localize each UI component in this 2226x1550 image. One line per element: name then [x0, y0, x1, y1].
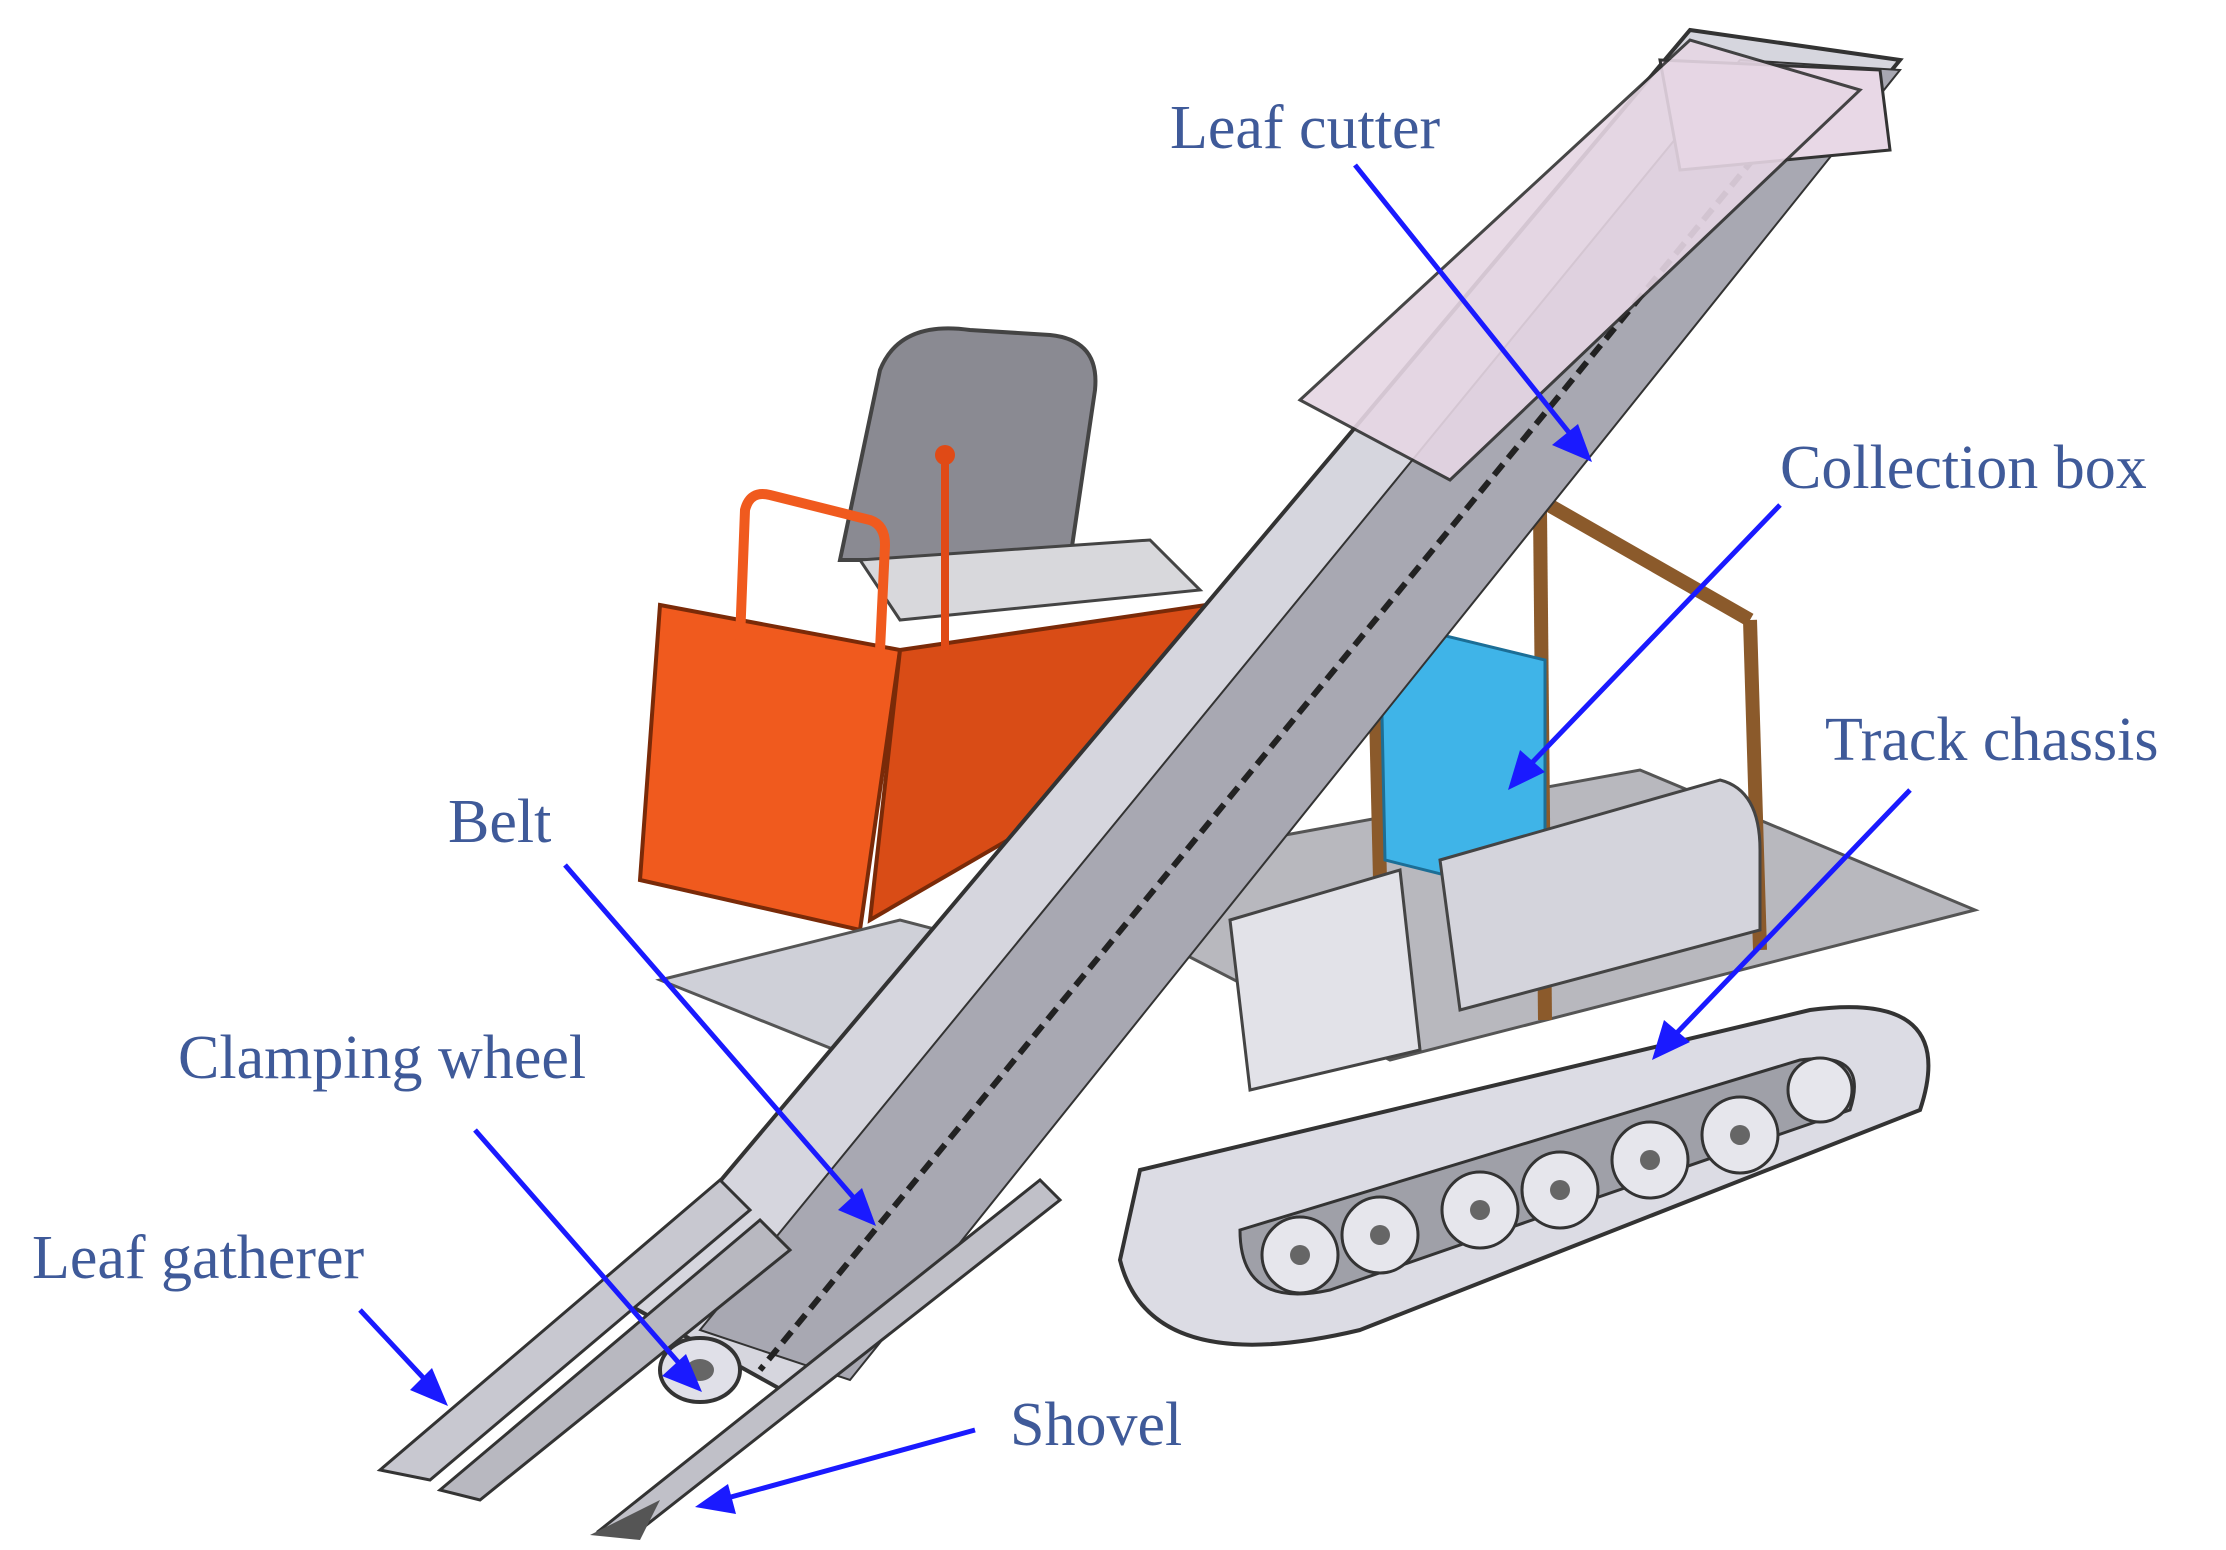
arrowhead-shovel — [695, 1484, 736, 1514]
engine-tank — [1228, 778, 1762, 1092]
shovel-part — [590, 1177, 1063, 1540]
callout-arrows — [358, 163, 1912, 1514]
arrow-collection-box — [1523, 503, 1782, 772]
label-collection-box: Collection box — [1780, 434, 2147, 502]
arrow-clamping-wheel — [473, 1128, 687, 1372]
arrowhead-track-chassis — [1652, 1020, 1690, 1060]
operator-seat — [837, 326, 1204, 622]
label-leaf-gatherer: Leaf gatherer — [32, 1224, 364, 1292]
conveyor-boom — [616, 27, 1904, 1403]
label-track-chassis: Track chassis — [1825, 706, 2159, 774]
arrow-track-chassis — [1668, 788, 1912, 1042]
arrow-leaf-cutter — [1353, 163, 1577, 442]
arrow-shovel — [719, 1427, 976, 1503]
arrowhead-leaf-cutter — [1552, 424, 1592, 462]
arrow-leaf-gatherer — [358, 1308, 432, 1387]
arrowhead-belt — [838, 1188, 876, 1226]
arrowhead-leaf-gatherer — [410, 1368, 448, 1406]
callout-labels: Leaf cutter Collection box Track chassis… — [32, 94, 2159, 1459]
label-clamping-wheel: Clamping wheel — [178, 1024, 586, 1092]
label-belt: Belt — [448, 788, 551, 856]
arrowhead-clamping-wheel — [662, 1354, 702, 1392]
label-shovel: Shovel — [1010, 1391, 1182, 1459]
leaf-gatherer-part — [376, 1177, 793, 1502]
harvester-machine — [376, 27, 1980, 1540]
track-chassis-part — [1117, 1005, 1931, 1347]
arrowhead-collection-box — [1508, 750, 1545, 790]
label-leaf-cutter: Leaf cutter — [1170, 94, 1441, 162]
arrow-belt — [563, 863, 862, 1207]
